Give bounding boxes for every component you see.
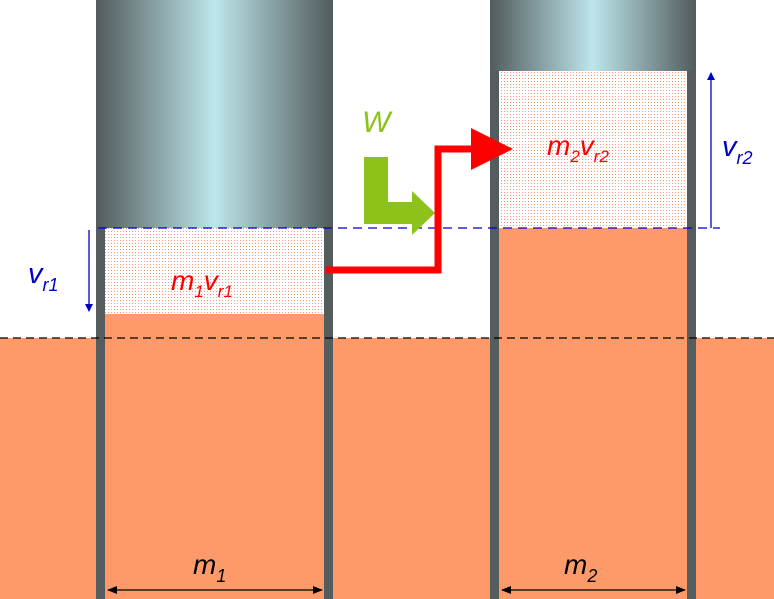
cylinder-2-energy-label: m2vr2 [547,130,609,166]
cylinder-1-displaced-volume [105,228,324,314]
energy-transfer-arrow [326,128,513,274]
cylinder-1-energy-label: m1vr1 [171,265,233,301]
cylinder-2 [490,0,696,599]
cylinder-2-volume-label: vr2 [722,131,753,168]
cylinder-2-width-label: m2 [564,549,597,586]
cylinder-2-displaced-volume [499,71,687,228]
cylinder-2-wall-left [490,0,499,599]
cylinder-1-volume-label: vr1 [28,258,59,295]
work-label: W [362,106,393,139]
cylinder-1-wall-right [324,0,333,599]
cylinder-1-wall-left [96,0,105,599]
cylinder-2-piston [490,0,696,71]
cylinder-1-fluid [105,314,324,599]
cylinder-1 [96,0,333,599]
cylinder-2-fluid [499,228,687,599]
cylinder-2-wall-right [687,0,696,599]
work-arrow [364,157,435,235]
cylinder-1-width-label: m1 [193,549,226,586]
cylinder-1-piston [96,0,333,228]
